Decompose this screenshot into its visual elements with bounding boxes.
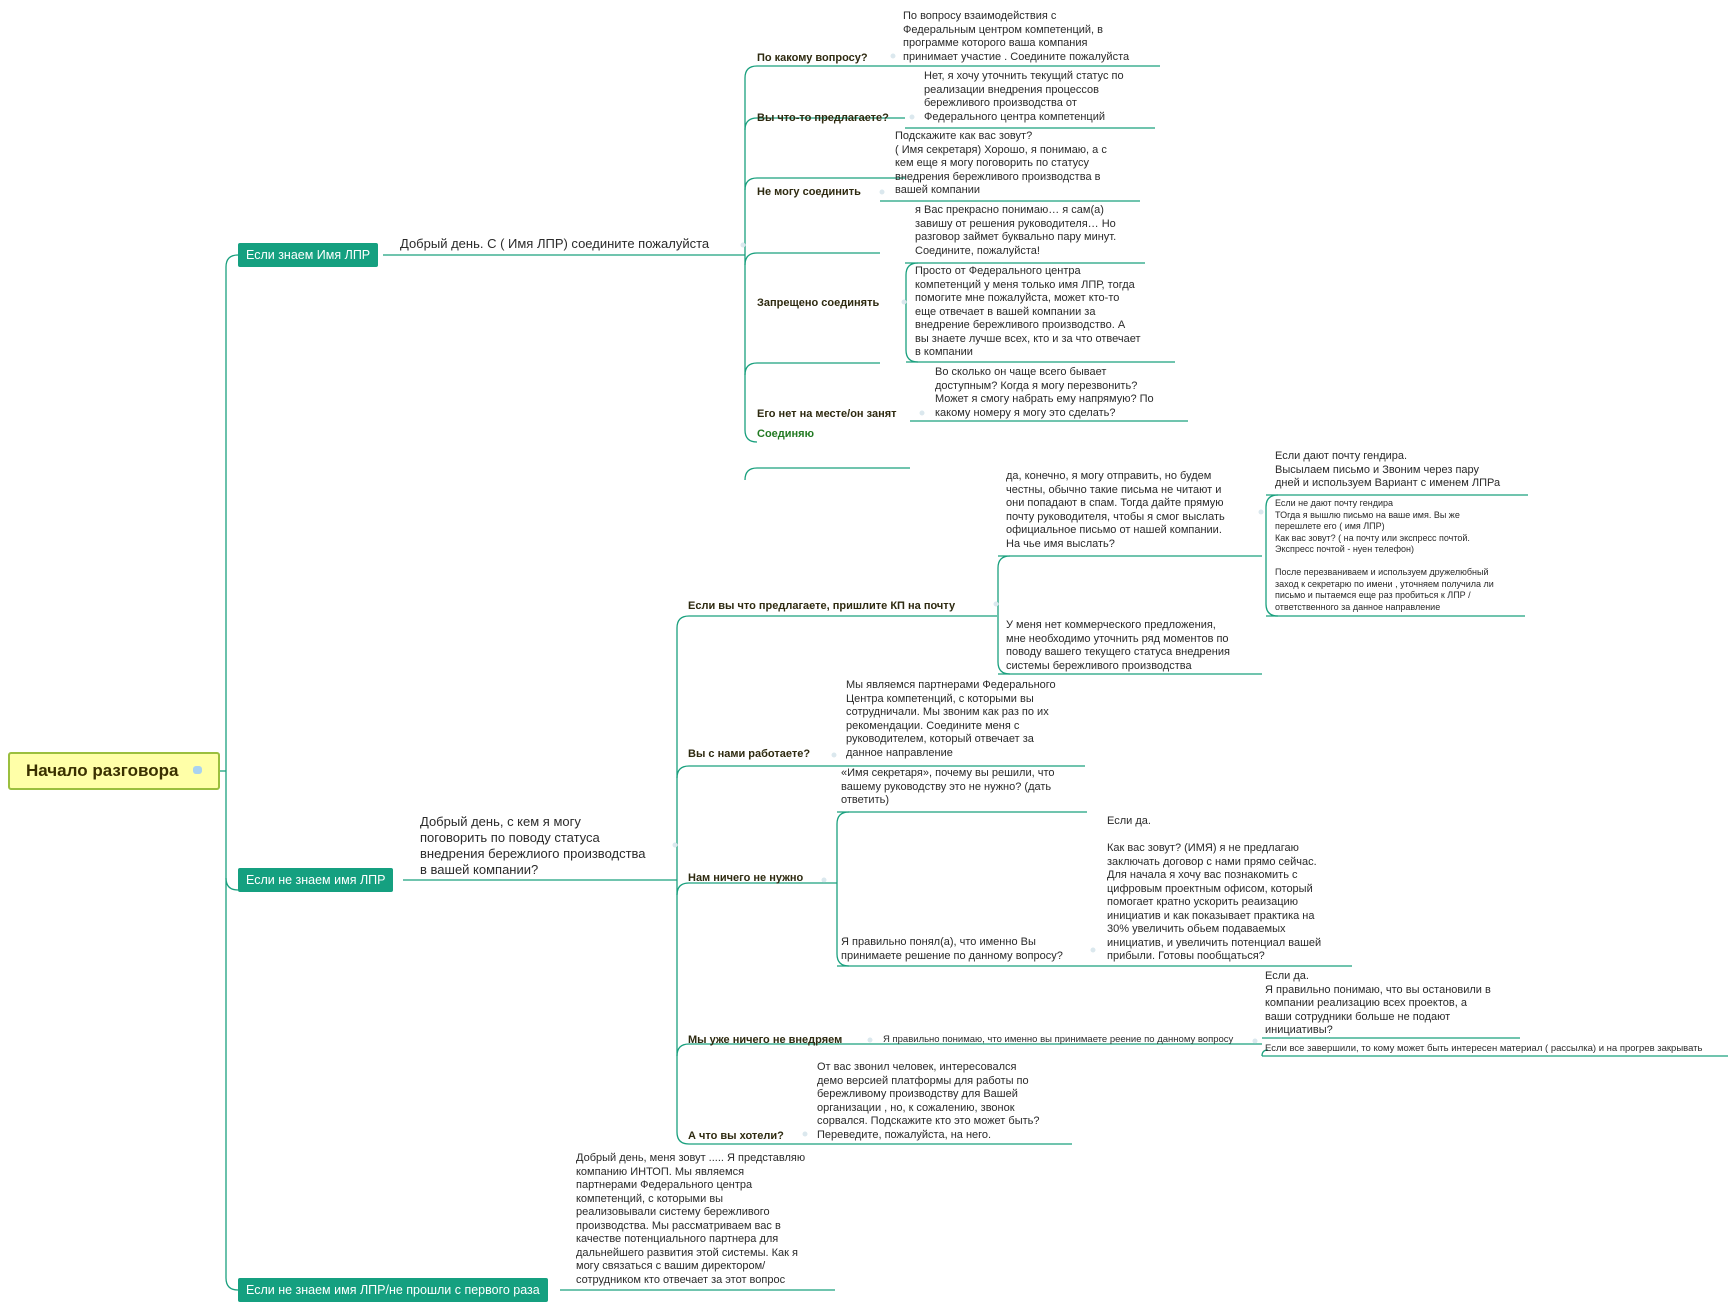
b2-q-what-wanted[interactable]: А что вы хотели? [688,1130,784,1142]
root-node[interactable]: Начало разговора [8,752,220,790]
b2-a-not-implementing[interactable]: Я правильно понимаю, что именно вы прини… [883,1034,1234,1045]
b1-q-what-question[interactable]: По какому вопросу? [757,52,868,64]
note-icon [193,766,202,774]
b1-q-not-available[interactable]: Его нет на месте/он занят [757,408,897,420]
b1-a-forbidden-1[interactable]: я Вас прекрасно понимаю… я сам(а) завишу… [915,204,1117,257]
b3-script[interactable]: Добрый день, меня зовут ..... Я представ… [576,1152,806,1286]
b1-a-what-question[interactable]: По вопросу взаимодействия с Федеральным … [903,10,1130,63]
b1-greeting[interactable]: Добрый день. С ( Имя ЛПР) соедините пожа… [400,236,710,251]
branch-know-lpr-name[interactable]: Если знаем Имя ЛПР [238,243,379,267]
b2-q-send-offer[interactable]: Если вы что предлагаете, пришлите КП на … [688,600,956,612]
branch-unknown-lpr-name[interactable]: Если не знаем имя ЛПР [238,868,394,892]
b2-q-not-needed[interactable]: Нам ничего не нужно [688,872,804,884]
b2-a-send-offer-no-ceo-mail[interactable]: Если не дают почту гендира ТОгда я вышлю… [1275,498,1494,612]
b1-a-forbidden-2[interactable]: Просто от Федерального центра компетенци… [915,265,1141,358]
b2-a-not-implementing-finished[interactable]: Если все завершили, то кому может быть и… [1265,1043,1703,1054]
b2-q-work-with-us[interactable]: Вы с нами работаете? [688,748,811,760]
root-label: Начало разговора [26,761,179,780]
b2-greeting[interactable]: Добрый день, с кем я могу поговорить по … [420,814,646,877]
b1-q-cannot-connect[interactable]: Не могу соединить [757,186,861,198]
b2-q-not-implementing[interactable]: Мы уже ничего не внедряем [688,1034,843,1046]
b1-a-offering[interactable]: Нет, я хочу уточнить текущий статус по р… [924,70,1124,123]
b2-a-not-implementing-yes[interactable]: Если да. Я правильно понимаю, что вы ост… [1265,970,1491,1036]
b2-a-send-offer-ceo-mail[interactable]: Если дают почту гендира. Высылаем письмо… [1275,450,1501,489]
b2-a-send-offer-2[interactable]: У меня нет коммерческого предложения, мн… [1006,619,1230,672]
b2-a-work-with-us[interactable]: Мы являемся партнерами Федерального Цент… [846,679,1056,759]
b1-a-not-available[interactable]: Во сколько он чаще всего бывает доступны… [935,366,1154,419]
b2-a-not-needed-1[interactable]: «Имя секретаря», почему вы решили, что в… [841,767,1055,806]
b1-connecting[interactable]: Соединяю [757,428,814,440]
branch-unknown-lpr-second-try[interactable]: Если не знаем имя ЛПР/не прошли с первог… [238,1278,548,1302]
b1-q-offering[interactable]: Вы что-то предлагаете? [757,112,889,124]
b1-q-forbidden[interactable]: Запрещено соединять [757,297,880,309]
b2-a-not-needed-2[interactable]: Я правильно понял(а), что именно Вы прин… [841,936,1063,962]
b2-a-what-wanted[interactable]: От вас звонил человек, интересовался дем… [817,1061,1040,1141]
b1-a-cannot-connect[interactable]: Подскажите как вас зовут? ( Имя секретар… [895,130,1107,196]
b2-a-not-needed-yes[interactable]: Если да. Как вас зовут? (ИМЯ) я не предл… [1107,815,1322,962]
b2-a-send-offer-1[interactable]: да, конечно, я могу отправить, но будем … [1006,470,1225,550]
